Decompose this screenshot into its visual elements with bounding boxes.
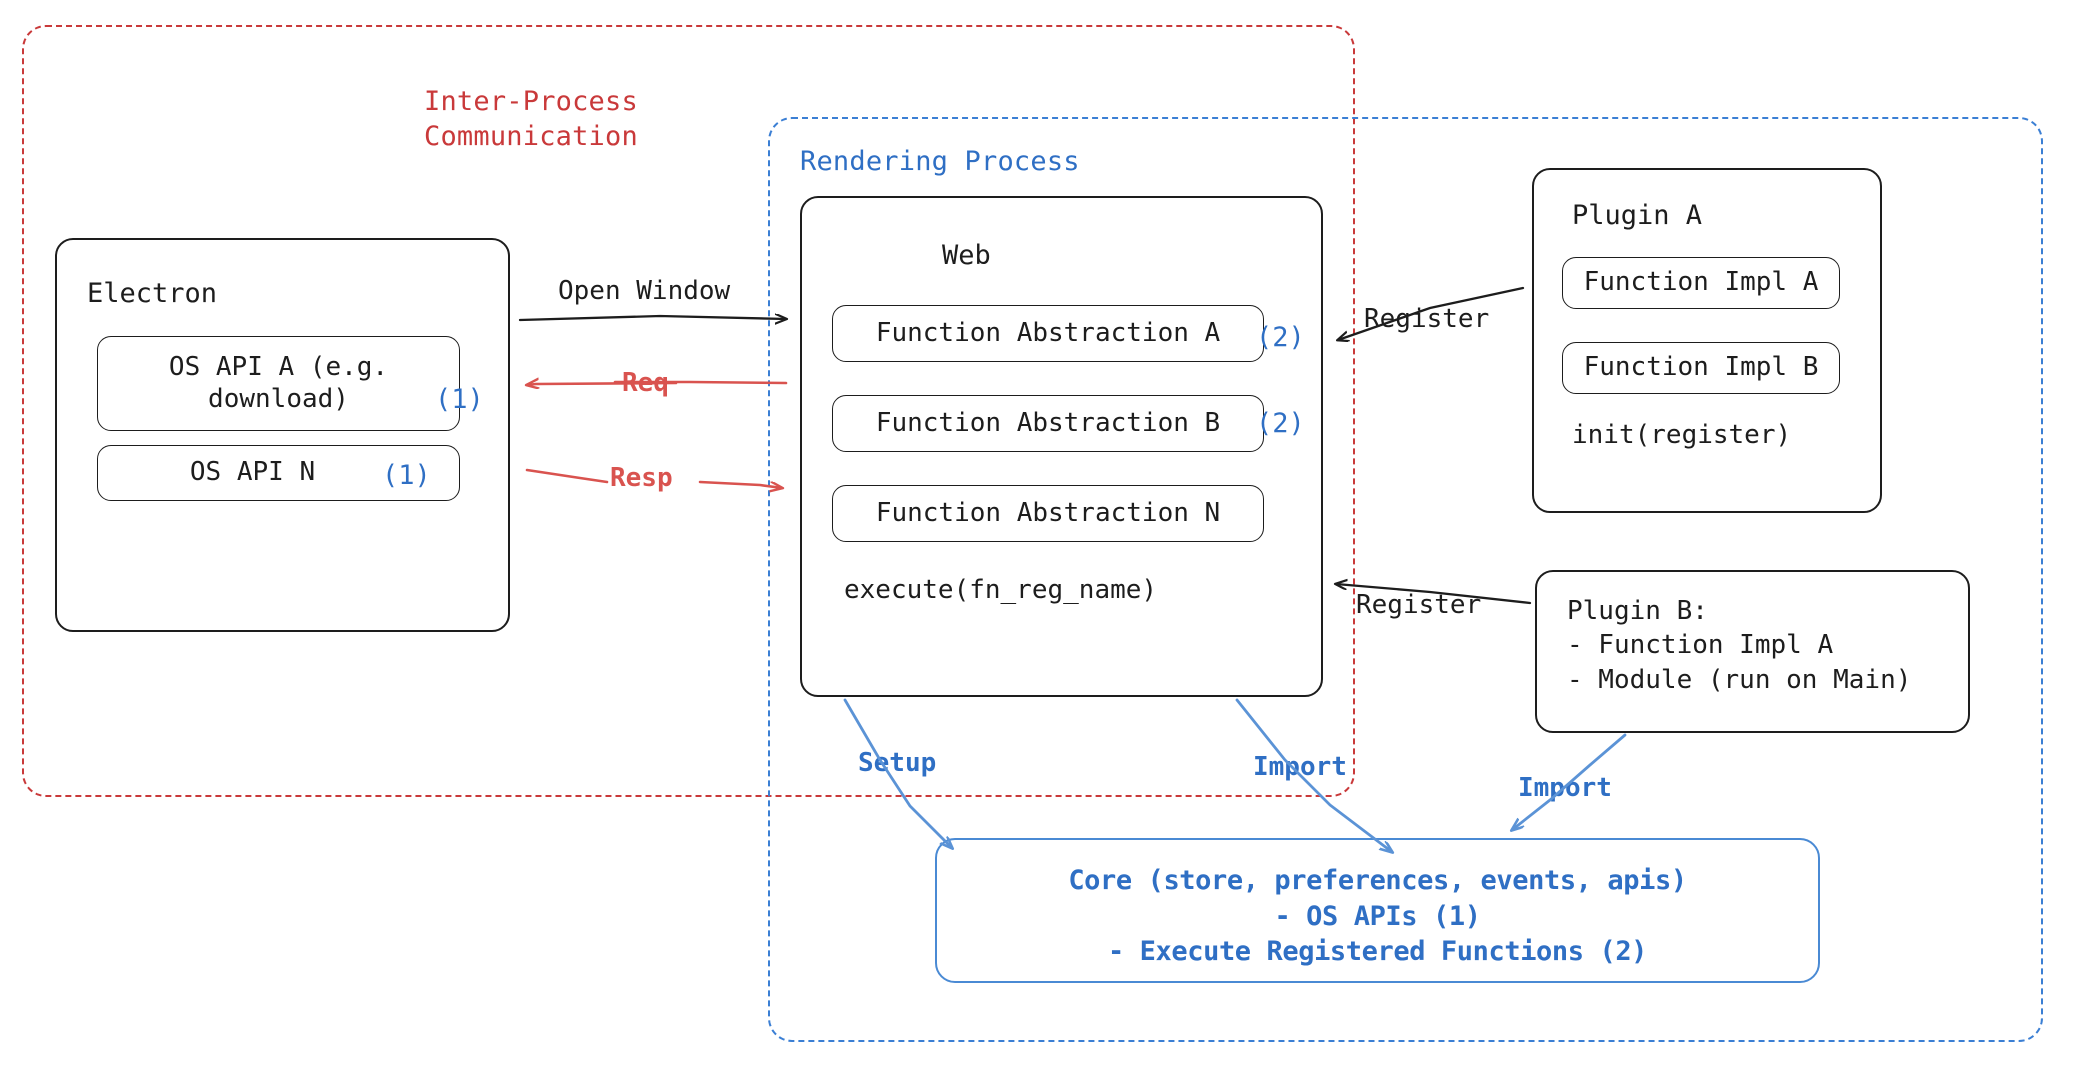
region-rendering-label: Rendering Process bbox=[800, 146, 1080, 177]
function-abstraction-b-box[interactable]: Function Abstraction B bbox=[832, 395, 1264, 452]
os-api-a-marker: (1) bbox=[435, 384, 484, 415]
core-box[interactable]: Core (store, preferences, events, apis) … bbox=[935, 838, 1820, 983]
edge-label-import-web: Import bbox=[1253, 752, 1347, 782]
edge-label-setup: Setup bbox=[858, 748, 937, 778]
os-api-n-label: OS API N bbox=[189, 457, 316, 488]
core-text: Core (store, preferences, events, apis) … bbox=[1068, 865, 1687, 968]
web-title: Web bbox=[942, 240, 991, 271]
region-ipc-label: Inter-Process Communication bbox=[424, 86, 638, 152]
function-abstraction-a-label: Function Abstraction A bbox=[875, 317, 1221, 348]
function-impl-a-box[interactable]: Function Impl A bbox=[1562, 257, 1840, 309]
plugin-a-title: Plugin A bbox=[1572, 200, 1703, 231]
edge-label-import-plugin: Import bbox=[1518, 773, 1612, 803]
function-abstraction-a-marker: (2) bbox=[1256, 322, 1305, 353]
os-api-a-label: OS API A (e.g. download) bbox=[168, 351, 389, 414]
web-execute-label: execute(fn_reg_name) bbox=[844, 575, 1158, 605]
function-impl-b-label: Function Impl B bbox=[1583, 352, 1819, 383]
edge-label-register-a: Register bbox=[1364, 304, 1490, 334]
function-abstraction-n-box[interactable]: Function Abstraction N bbox=[832, 485, 1264, 542]
os-api-a-box[interactable]: OS API A (e.g. download) bbox=[97, 336, 460, 431]
os-api-n-marker: (1) bbox=[382, 460, 431, 491]
edge-label-register-b: Register bbox=[1356, 590, 1482, 620]
web-box[interactable]: Web Function Abstraction A Function Abst… bbox=[800, 196, 1323, 697]
region-inter-process-communication bbox=[22, 25, 1355, 797]
function-impl-a-label: Function Impl A bbox=[1583, 267, 1819, 298]
os-api-n-box[interactable]: OS API N bbox=[97, 445, 460, 501]
edge-label-req: Req bbox=[622, 368, 669, 398]
plugin-a-init-label: init(register) bbox=[1572, 420, 1792, 450]
region-rendering-process bbox=[768, 117, 2043, 1042]
electron-box[interactable]: Electron OS API A (e.g. download) (1) OS… bbox=[55, 238, 510, 632]
plugin-a-box[interactable]: Plugin A Function Impl A Function Impl B… bbox=[1532, 168, 1882, 513]
function-abstraction-b-label: Function Abstraction B bbox=[875, 407, 1221, 438]
function-abstraction-b-marker: (2) bbox=[1256, 408, 1305, 439]
edge-label-open-window: Open Window bbox=[558, 276, 731, 306]
function-abstraction-a-box[interactable]: Function Abstraction A bbox=[832, 305, 1264, 362]
plugin-b-text: Plugin B: - Function Impl A - Module (ru… bbox=[1567, 596, 1912, 695]
function-abstraction-n-label: Function Abstraction N bbox=[875, 497, 1221, 528]
electron-title: Electron bbox=[87, 278, 218, 309]
function-impl-b-box[interactable]: Function Impl B bbox=[1562, 342, 1840, 394]
edge-label-resp: Resp bbox=[610, 463, 673, 493]
plugin-b-box[interactable]: Plugin B: - Function Impl A - Module (ru… bbox=[1535, 570, 1970, 733]
